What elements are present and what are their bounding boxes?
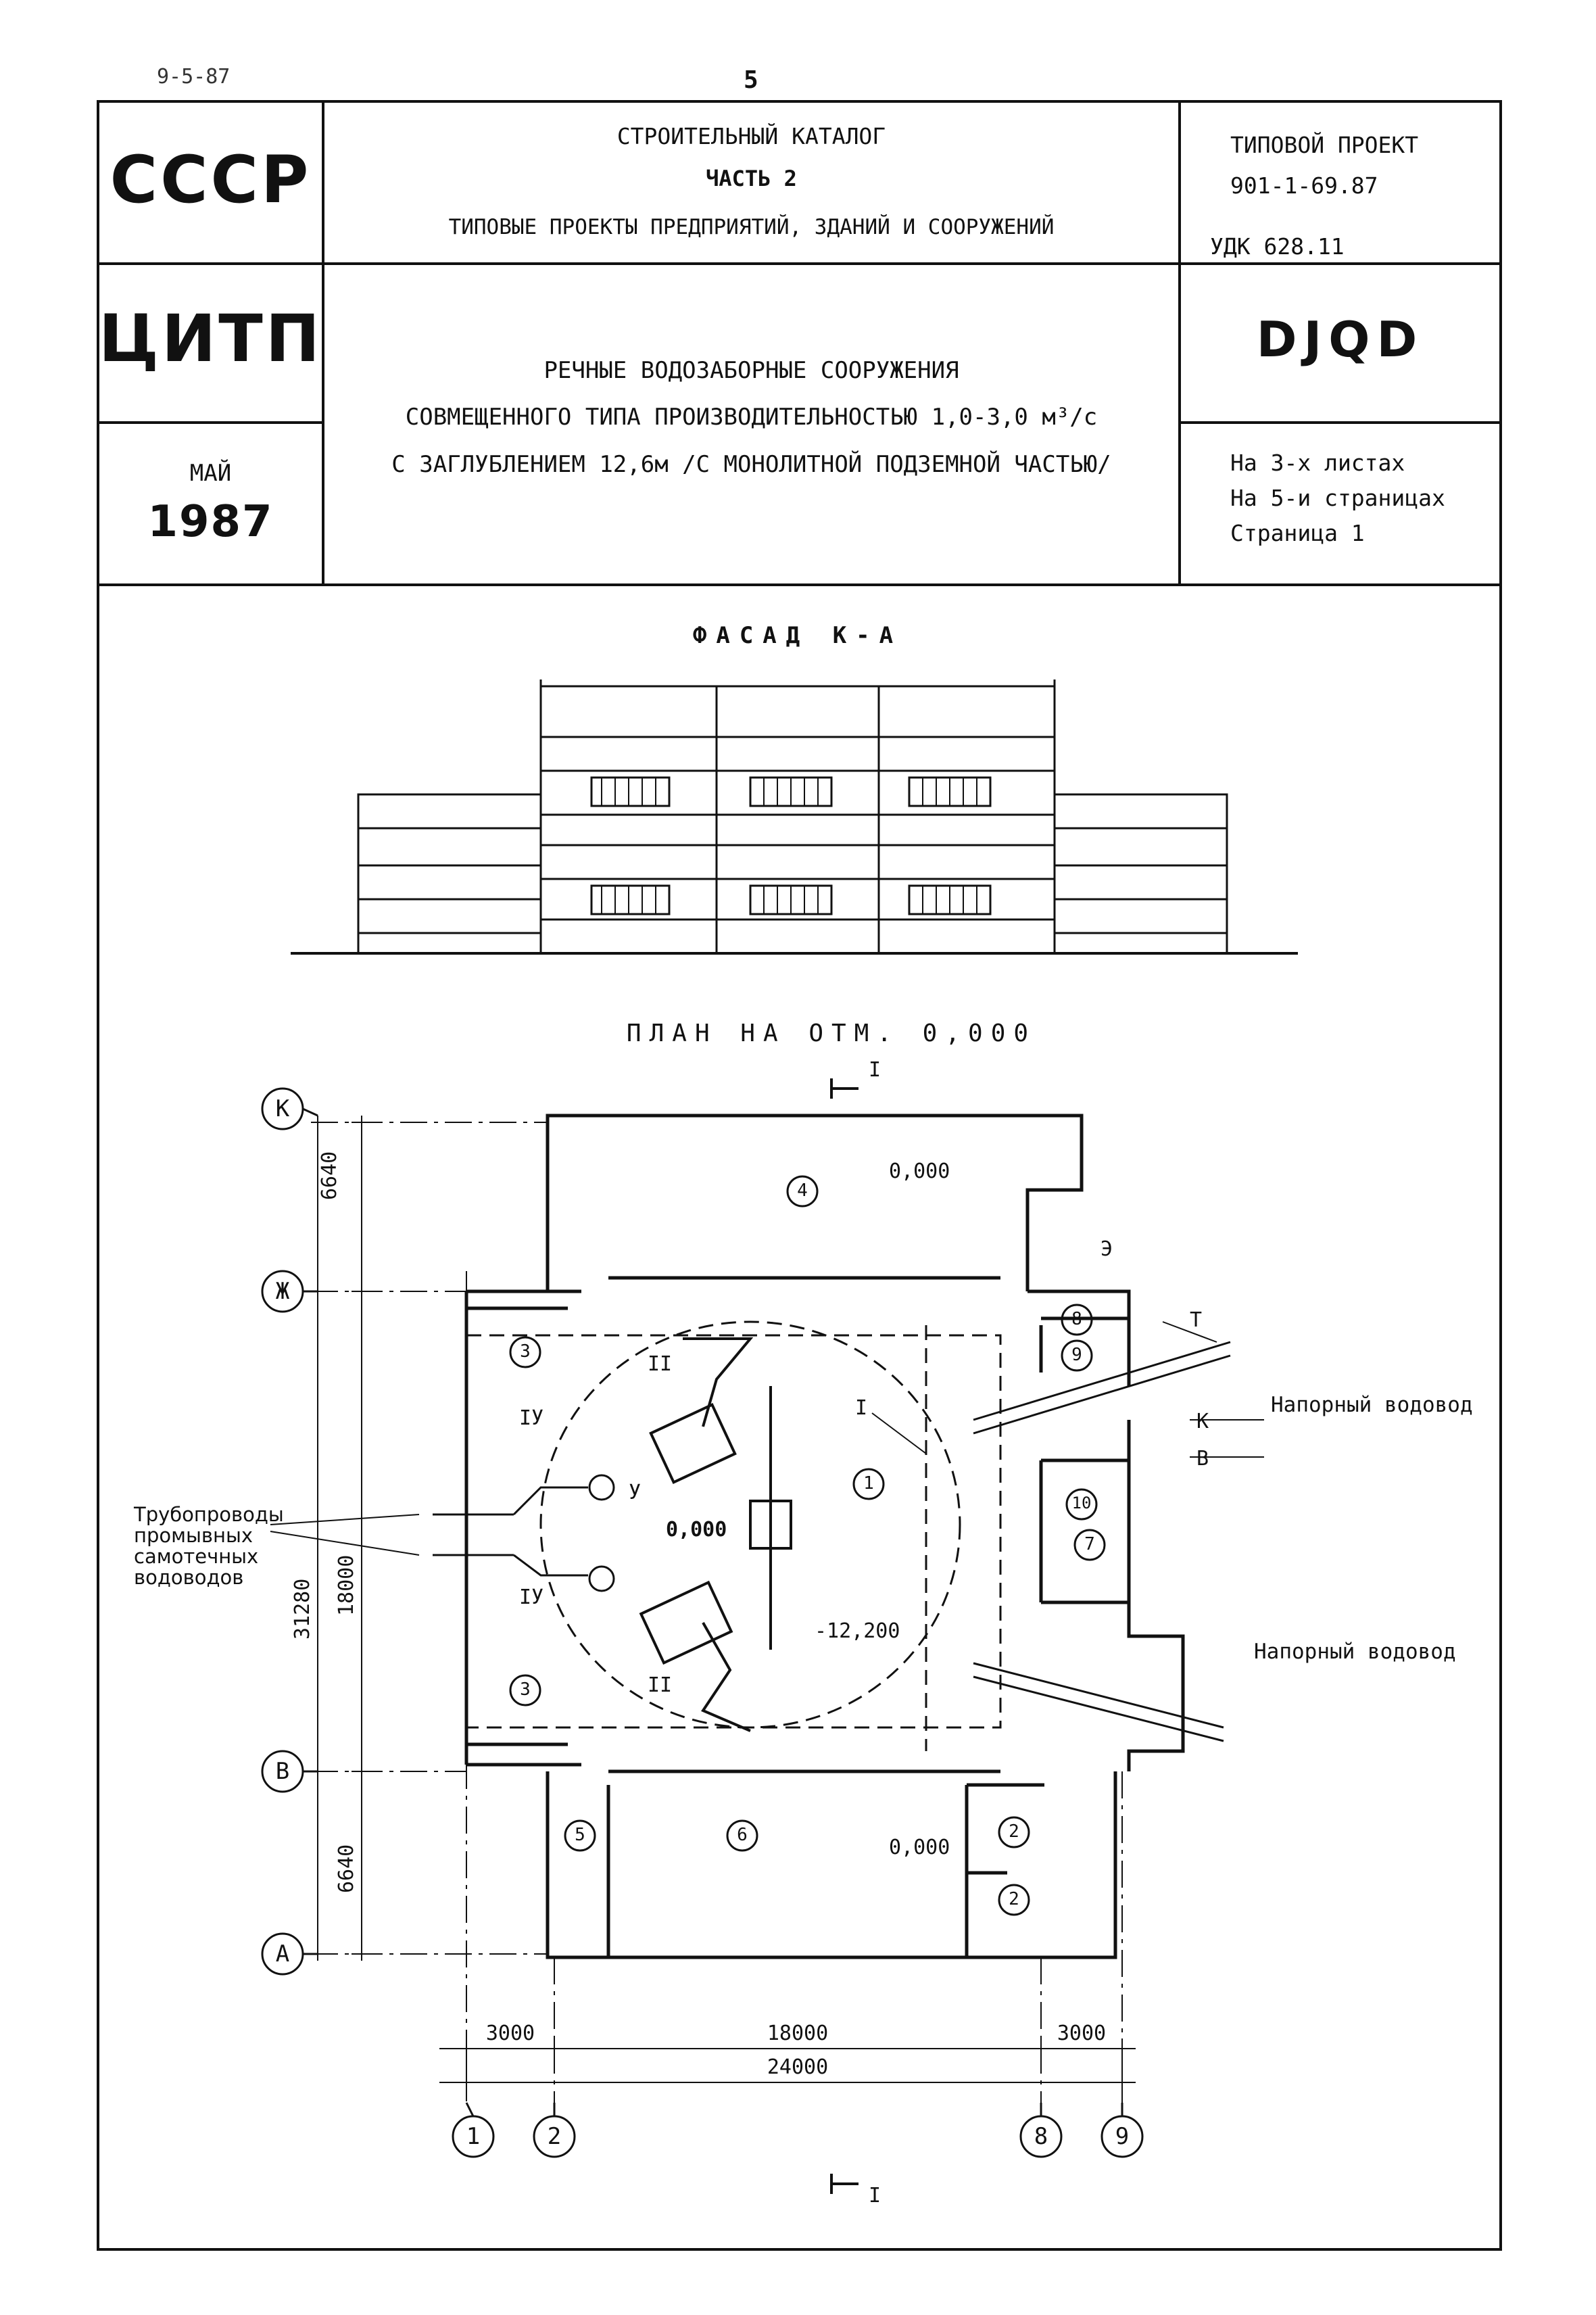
line-mark-v: В (1196, 1447, 1209, 1471)
project-number: 901-1-69.87 (1230, 172, 1378, 199)
section-mark-bottom: I (869, 2184, 881, 2207)
title-line-1: РЕЧНЫЕ ВОДОЗАБОРНЫЕ СООРУЖЕНИЯ (543, 357, 959, 384)
dim-horizontal-18000: 18000 (767, 2022, 829, 2045)
equipment-2-top: II (648, 1352, 673, 1376)
axis-markers (261, 1087, 1144, 2158)
equipment-4-top: IУ (519, 1406, 544, 1430)
sheets-count: На 3-х листах (1230, 450, 1405, 476)
line-mark-t: Т (1190, 1308, 1203, 1332)
catalog-line-1: СТРОИТЕЛЬНЫЙ КАТАЛОГ (616, 123, 886, 149)
label-gravity-pipes-line-2: промывных (134, 1524, 253, 1547)
label-gravity-pipes-line-4: водоводов (134, 1566, 244, 1589)
project-label: ТИПОВОЙ ПРОЕКТ (1230, 132, 1419, 158)
line-mark-k: К (1196, 1410, 1209, 1433)
room-10: 10 (1071, 1494, 1092, 1512)
stamp-month: МАЙ (189, 460, 232, 487)
stamp-year: 1987 (147, 497, 274, 547)
equipment-1: I (855, 1396, 868, 1420)
axis-col-8: 8 (1034, 2123, 1048, 2150)
room-5: 5 (575, 1825, 585, 1845)
axis-row-zh: Ж (275, 1278, 290, 1305)
dim-horizontal-3000-left: 3000 (485, 2022, 535, 2045)
axis-col-1: 1 (466, 2123, 481, 2150)
room-markers (509, 1175, 1106, 1916)
title-line-2: СОВМЕЩЕННОГО ТИПА ПРОИЗВОДИТЕЛЬНОСТЬЮ 1,… (405, 404, 1098, 431)
stamp-org: ЦИТП (98, 301, 323, 377)
sheet-date: 9-5-87 (157, 65, 231, 89)
elevation-pit: -12,200 (815, 1619, 900, 1643)
dim-horizontal-24000: 24000 (767, 2055, 829, 2079)
dim-horizontal-3000-right: 3000 (1057, 2022, 1107, 2045)
equipment-2-bottom: II (648, 1673, 673, 1697)
room-2-lower: 2 (1009, 1889, 1019, 1909)
title-line-3: С ЗАГЛУБЛЕНИЕМ 12,6м /С МОНОЛИТНОЙ ПОДЗЕ… (391, 451, 1111, 478)
elevation-room-6: 0,000 (889, 1836, 950, 1859)
room-4: 4 (797, 1180, 808, 1201)
udk-code: УДК 628.11 (1210, 233, 1345, 260)
axis-row-a: А (275, 1940, 290, 1967)
page-number: 5 (744, 66, 758, 94)
plan-title: ПЛАН НА ОТМ. 0,000 (626, 1020, 1037, 1047)
doc-code: DJQD (1256, 311, 1424, 368)
label-gravity-pipes: Трубопроводы промывных самотечных водово… (134, 1504, 284, 1588)
facade-title: ФАСАД К-А (692, 622, 903, 649)
label-gravity-pipes-line-1: Трубопроводы (134, 1503, 284, 1526)
label-gravity-pipes-line-3: самотечных (134, 1545, 259, 1568)
pages-count: На 5-и страницах (1230, 485, 1445, 511)
room-3-top: 3 (520, 1341, 531, 1362)
elevation-hall: 0,000 (666, 1518, 727, 1542)
catalog-line-2: ЧАСТЬ 2 (706, 166, 797, 191)
dim-vertical-6640-top: 6640 (318, 1151, 341, 1200)
plan-drawing (261, 1078, 1264, 2194)
equipment-5: У (629, 1481, 642, 1504)
room-1: 1 (863, 1473, 874, 1494)
label-pressure-pipe-1: Напорный водовод (1271, 1393, 1473, 1417)
section-mark-top: I (869, 1058, 881, 1082)
axis-col-2: 2 (547, 2123, 562, 2150)
line-mark-e: Э (1101, 1237, 1113, 1261)
catalog-line-3: ТИПОВЫЕ ПРОЕКТЫ ПРЕДПРИЯТИЙ, ЗДАНИЙ И СО… (448, 215, 1055, 239)
sheet-border (97, 100, 1502, 2251)
room-3-bottom: 3 (520, 1679, 531, 1700)
facade-drawing (291, 679, 1298, 955)
room-8: 8 (1071, 1309, 1082, 1329)
elevation-room-4: 0,000 (889, 1160, 950, 1183)
page-indicator: Страница 1 (1230, 520, 1365, 546)
axis-row-v: В (275, 1758, 290, 1785)
label-pressure-pipe-2: Напорный водовод (1254, 1640, 1456, 1664)
room-6: 6 (737, 1825, 748, 1845)
stamp-country: СССР (110, 142, 312, 218)
axis-col-9: 9 (1115, 2123, 1130, 2150)
equipment-4-bottom: IУ (519, 1585, 544, 1609)
axis-row-k: К (275, 1095, 290, 1122)
dim-vertical-18000: 18000 (335, 1554, 358, 1616)
room-7: 7 (1084, 1534, 1095, 1554)
room-9: 9 (1071, 1345, 1082, 1365)
room-2-upper: 2 (1009, 1821, 1019, 1842)
dim-vertical-31280: 31280 (291, 1578, 314, 1640)
dim-vertical-6640-bottom: 6640 (335, 1844, 358, 1893)
